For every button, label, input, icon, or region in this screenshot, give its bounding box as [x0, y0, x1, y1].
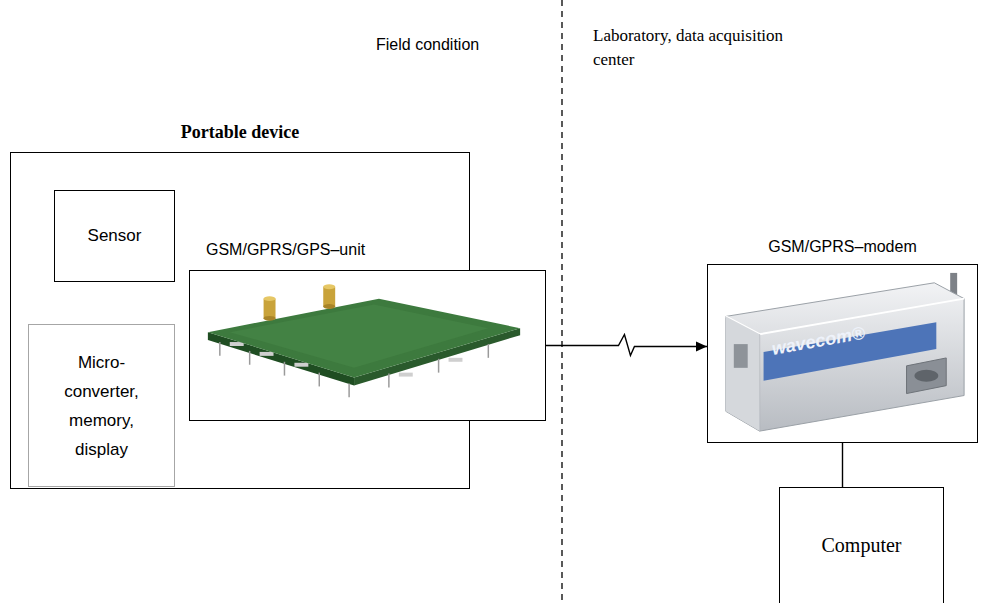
gsm-module-picture: [190, 271, 545, 420]
box-text: Sensor: [88, 226, 142, 246]
connector: [842, 443, 843, 487]
arrow-head: [696, 342, 707, 352]
sensor-box: Sensor: [54, 190, 175, 282]
box-heading: Portable device: [11, 122, 469, 143]
connector-line: [842, 443, 843, 487]
box-heading: GSM/GPRS/GPS–unit: [206, 241, 365, 259]
box-heading: GSM/GPRS–modem: [708, 238, 977, 256]
connector-line: [546, 335, 707, 356]
modem-picture: [708, 265, 977, 442]
computer-box: Computer: [779, 487, 944, 603]
connector: [546, 335, 707, 356]
region-label: Field condition: [376, 36, 479, 54]
converter-box: Micro-converter, memory, display: [28, 324, 175, 487]
box-text: Computer: [822, 534, 902, 557]
region-label: Laboratory, data acquisition center: [593, 24, 793, 72]
modem-box: GSM/GPRS–modemwavecom®: [707, 264, 978, 443]
divider-line: [561, 0, 562, 603]
gsm-unit-box: GSM/GPRS/GPS–unit: [189, 270, 546, 421]
box-text: Micro-converter, memory, display: [54, 348, 150, 464]
device-box: Portable deviceSensorMicro-converter, me…: [10, 152, 470, 489]
